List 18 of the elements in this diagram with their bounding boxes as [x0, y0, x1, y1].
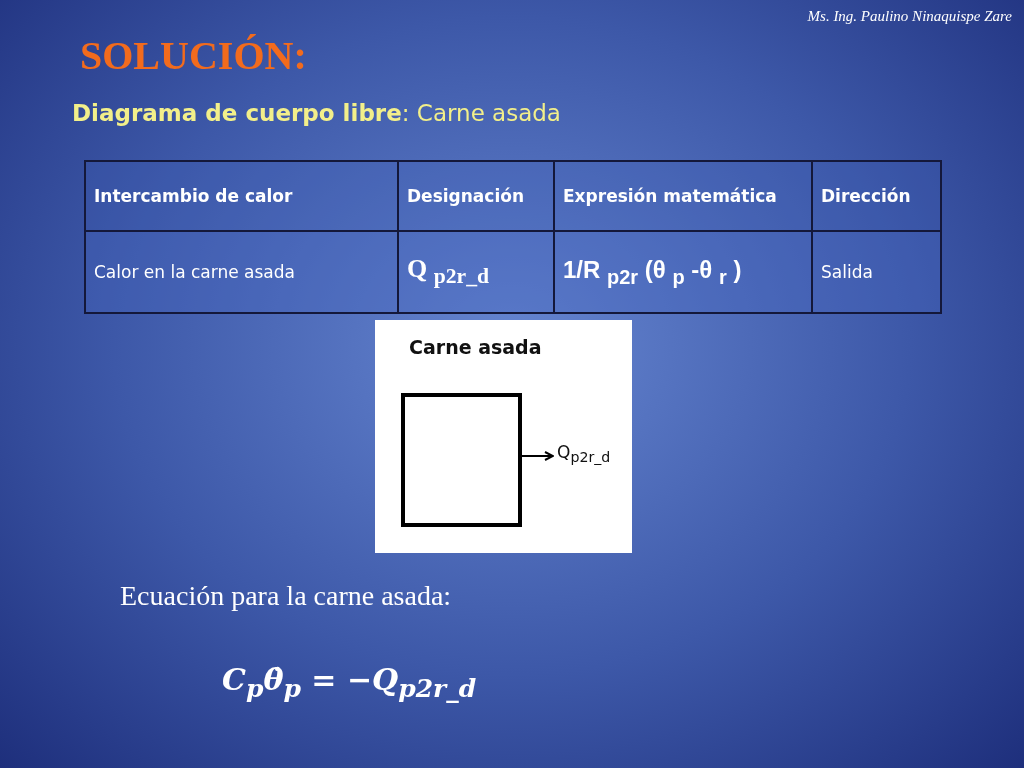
table-cell: 1/R $_{p2r}$ (θ $_{p}$ -θ $_{r}$ ): [554, 231, 812, 313]
table-cell: Calor en la carne asada: [85, 231, 398, 313]
subtitle: Diagrama de cuerpo libre: Carne asada: [72, 100, 561, 126]
equation-heading: Ecuación para la carne asada:: [120, 580, 452, 612]
heat-flow-label: Q$_{p2r_d}$: [557, 442, 627, 482]
table-cell: Q $_{p2r_d}$: [398, 231, 554, 313]
equation: C$_{p}$θ̇$_{p}$ = −Q$_{p2r_d}$: [222, 662, 477, 703]
slide-title: SOLUCIÓN:: [80, 32, 307, 79]
author-credit: Ms. Ing. Paulino Ninaquispe Zare: [807, 8, 1012, 25]
panel-heading: Carne asada: [409, 336, 542, 358]
diagram-panel: [375, 320, 632, 553]
table-cell: Salida: [812, 231, 941, 313]
arrow: [519, 451, 554, 461]
body-square: [401, 393, 522, 527]
table-header: Designación: [398, 161, 554, 231]
table-header: Intercambio de calor: [85, 161, 398, 231]
table-header: Expresión matemática: [554, 161, 812, 231]
table-header: Dirección: [812, 161, 941, 231]
